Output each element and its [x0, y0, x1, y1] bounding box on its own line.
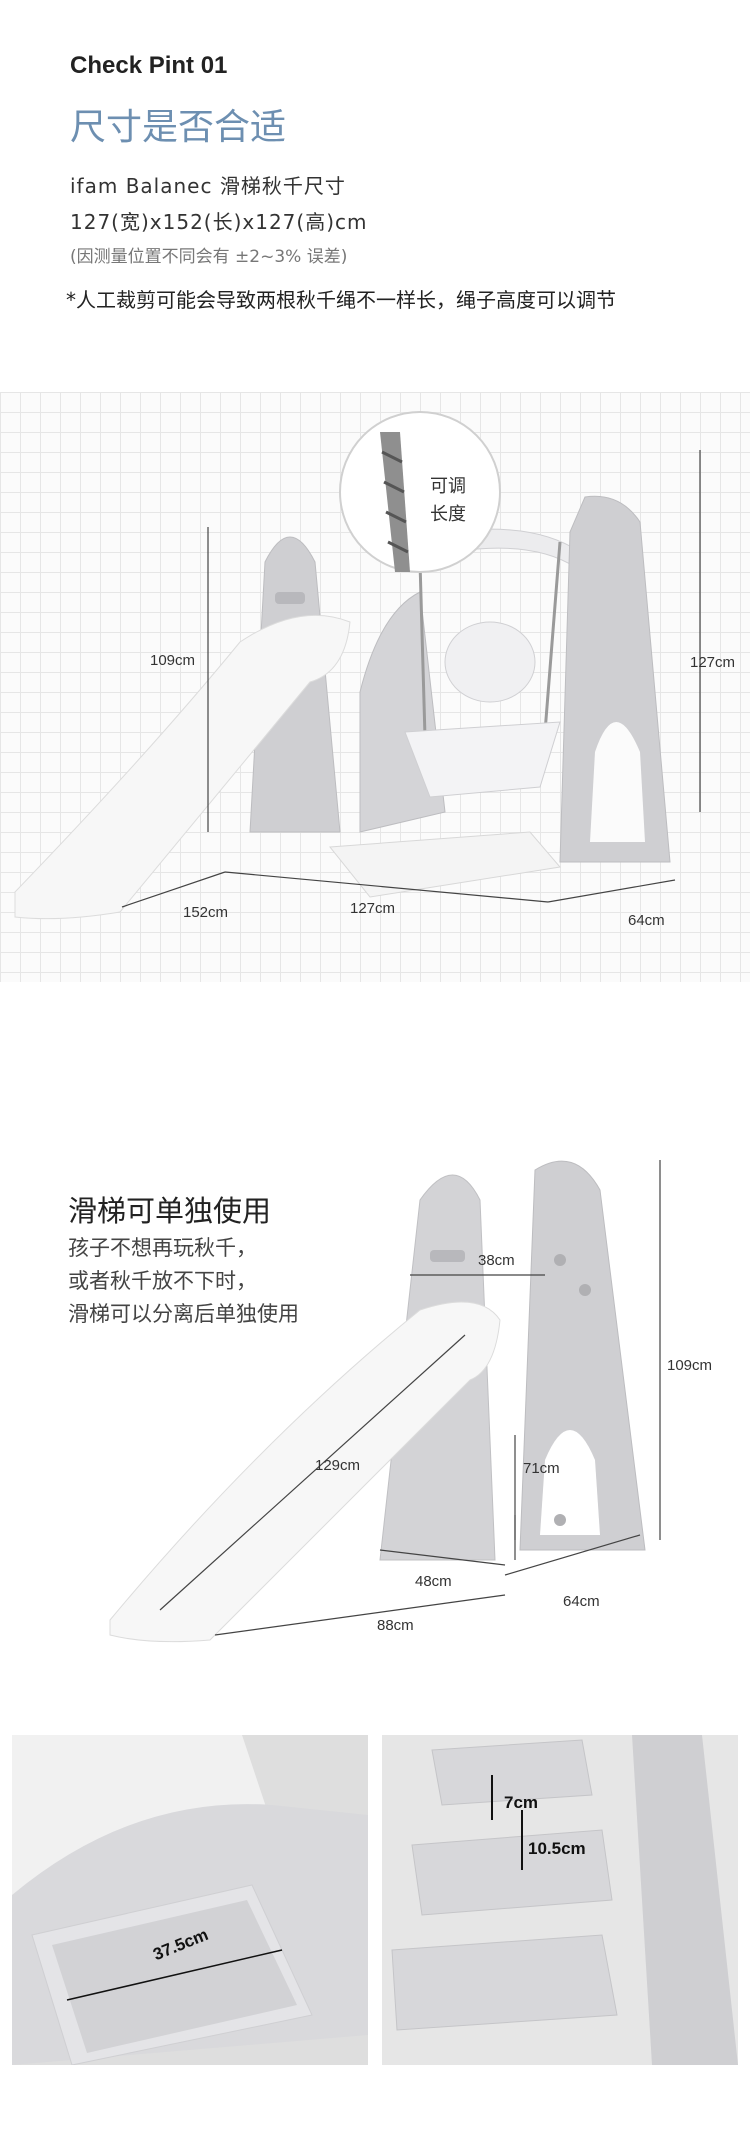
slide-standalone-title: 滑梯可单独使用: [68, 1194, 272, 1228]
combo-illustration: [14, 411, 701, 920]
dim-inner-height: 71cm: [523, 1460, 560, 1477]
section-title-en: Check Pint 01: [70, 52, 228, 79]
combo-diagram-panel: 可调 长度 109cm 127cm 152cm 127cm 64cm: [0, 392, 750, 982]
dim-height-right: 127cm: [690, 654, 736, 671]
dim-width: 127cm: [350, 900, 396, 917]
section-title-cn: 尺寸是否合适: [70, 107, 287, 148]
dim-slide-length: 129cm: [315, 1457, 361, 1474]
step-illustration-left: [12, 1735, 368, 2065]
dim-height-left: 109cm: [150, 652, 196, 669]
slide-desc-line-1: 孩子不想再玩秋千，: [68, 1236, 257, 1260]
step-gap-label: 7cm: [504, 1793, 539, 1812]
dim-base-width: 48cm: [415, 1573, 452, 1590]
product-size: 127(宽)x152(长)x127(高)cm: [70, 210, 368, 234]
dim-top-width: 38cm: [478, 1252, 515, 1269]
step-height-label: 10.5cm: [528, 1839, 586, 1858]
adjustable-callout-2: 长度: [430, 504, 466, 525]
dim-slide-length-total: 88cm: [377, 1617, 414, 1634]
dim-depth: 64cm: [628, 912, 665, 929]
slide-desc-line-3: 滑梯可以分离后单独使用: [68, 1302, 299, 1326]
step-illustration-right: [382, 1735, 738, 2065]
size-tolerance: (因测量位置不同会有 ±2~3% 误差): [70, 247, 348, 267]
step-photo-left: 37.5cm: [12, 1735, 368, 2065]
step-photo-right: 7cm 10.5cm: [382, 1735, 738, 2065]
dim-slide-depth: 64cm: [563, 1593, 600, 1610]
rope-note: *人工裁剪可能会导致两根秋千绳不一样长，绳子高度可以调节: [66, 288, 616, 312]
slide-desc-line-2: 或者秋千放不下时，: [68, 1269, 257, 1293]
dim-slide-height: 109cm: [667, 1357, 713, 1374]
dim-length: 152cm: [183, 904, 229, 921]
adjustable-callout-1: 可调: [430, 476, 466, 497]
product-name: ifam Balanec 滑梯秋千尺寸: [70, 174, 346, 198]
slide-illustration: [109, 1160, 661, 1643]
